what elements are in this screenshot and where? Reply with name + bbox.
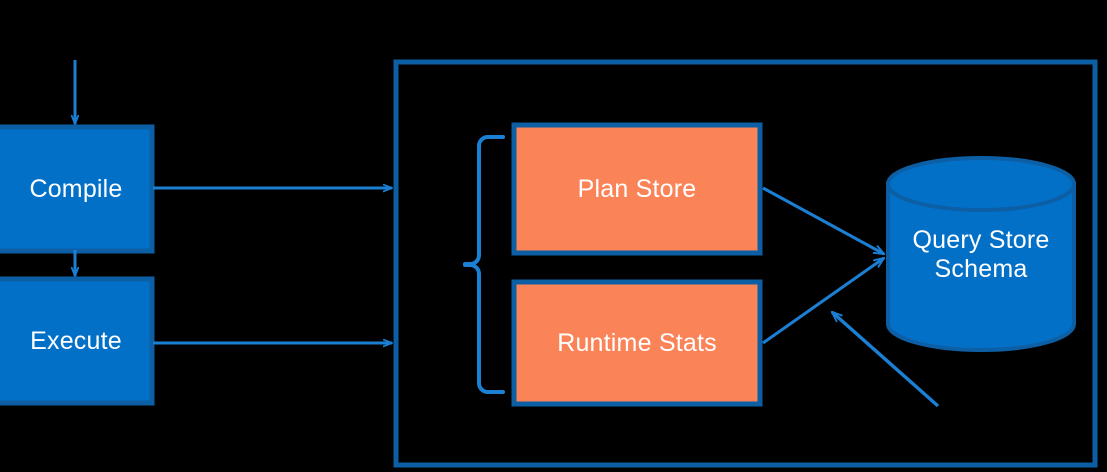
arrow-external-to-query-store <box>830 310 940 408</box>
query-store-container <box>393 59 1098 468</box>
plan-store-box[interactable] <box>511 122 763 256</box>
grouping-brace <box>463 135 505 394</box>
execute-box[interactable] <box>0 276 155 406</box>
query-store-cylinder[interactable] <box>886 156 1076 352</box>
arrow-runtime-stats-to-query-store <box>762 256 884 345</box>
runtime-stats-box[interactable] <box>511 279 763 407</box>
compile-box[interactable] <box>0 124 155 254</box>
arrow-plan-store-to-query-store <box>762 186 884 256</box>
